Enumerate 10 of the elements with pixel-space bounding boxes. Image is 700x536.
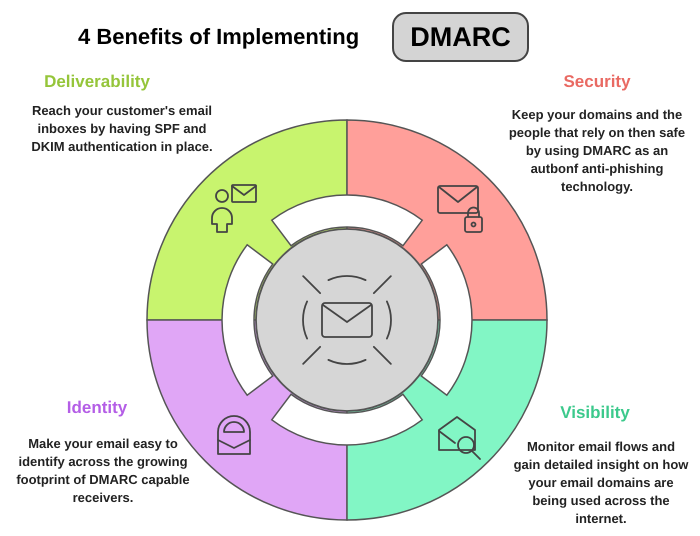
description: Make your email easy to identify across the growing footprint of DMARC capable receivers. <box>15 435 191 507</box>
title-badge: DMARC <box>392 12 529 62</box>
description: Reach your customer's email inboxes by having SPF and DKIM authentication in place. <box>30 102 214 156</box>
description: Keep your domains and the people that rely on then safe by using DMARC as an autbonf anti-phishing technology. <box>508 106 686 196</box>
heading: Visibility <box>559 403 631 423</box>
heading: Security <box>562 72 632 92</box>
description: Monitor email flows and gain detailed insight on how your email domains are being used across the internet. <box>512 438 690 528</box>
heading: Deliverability <box>43 72 151 92</box>
heading: Identity <box>66 398 128 418</box>
title: 4 Benefits of Implementing <box>78 24 360 50</box>
